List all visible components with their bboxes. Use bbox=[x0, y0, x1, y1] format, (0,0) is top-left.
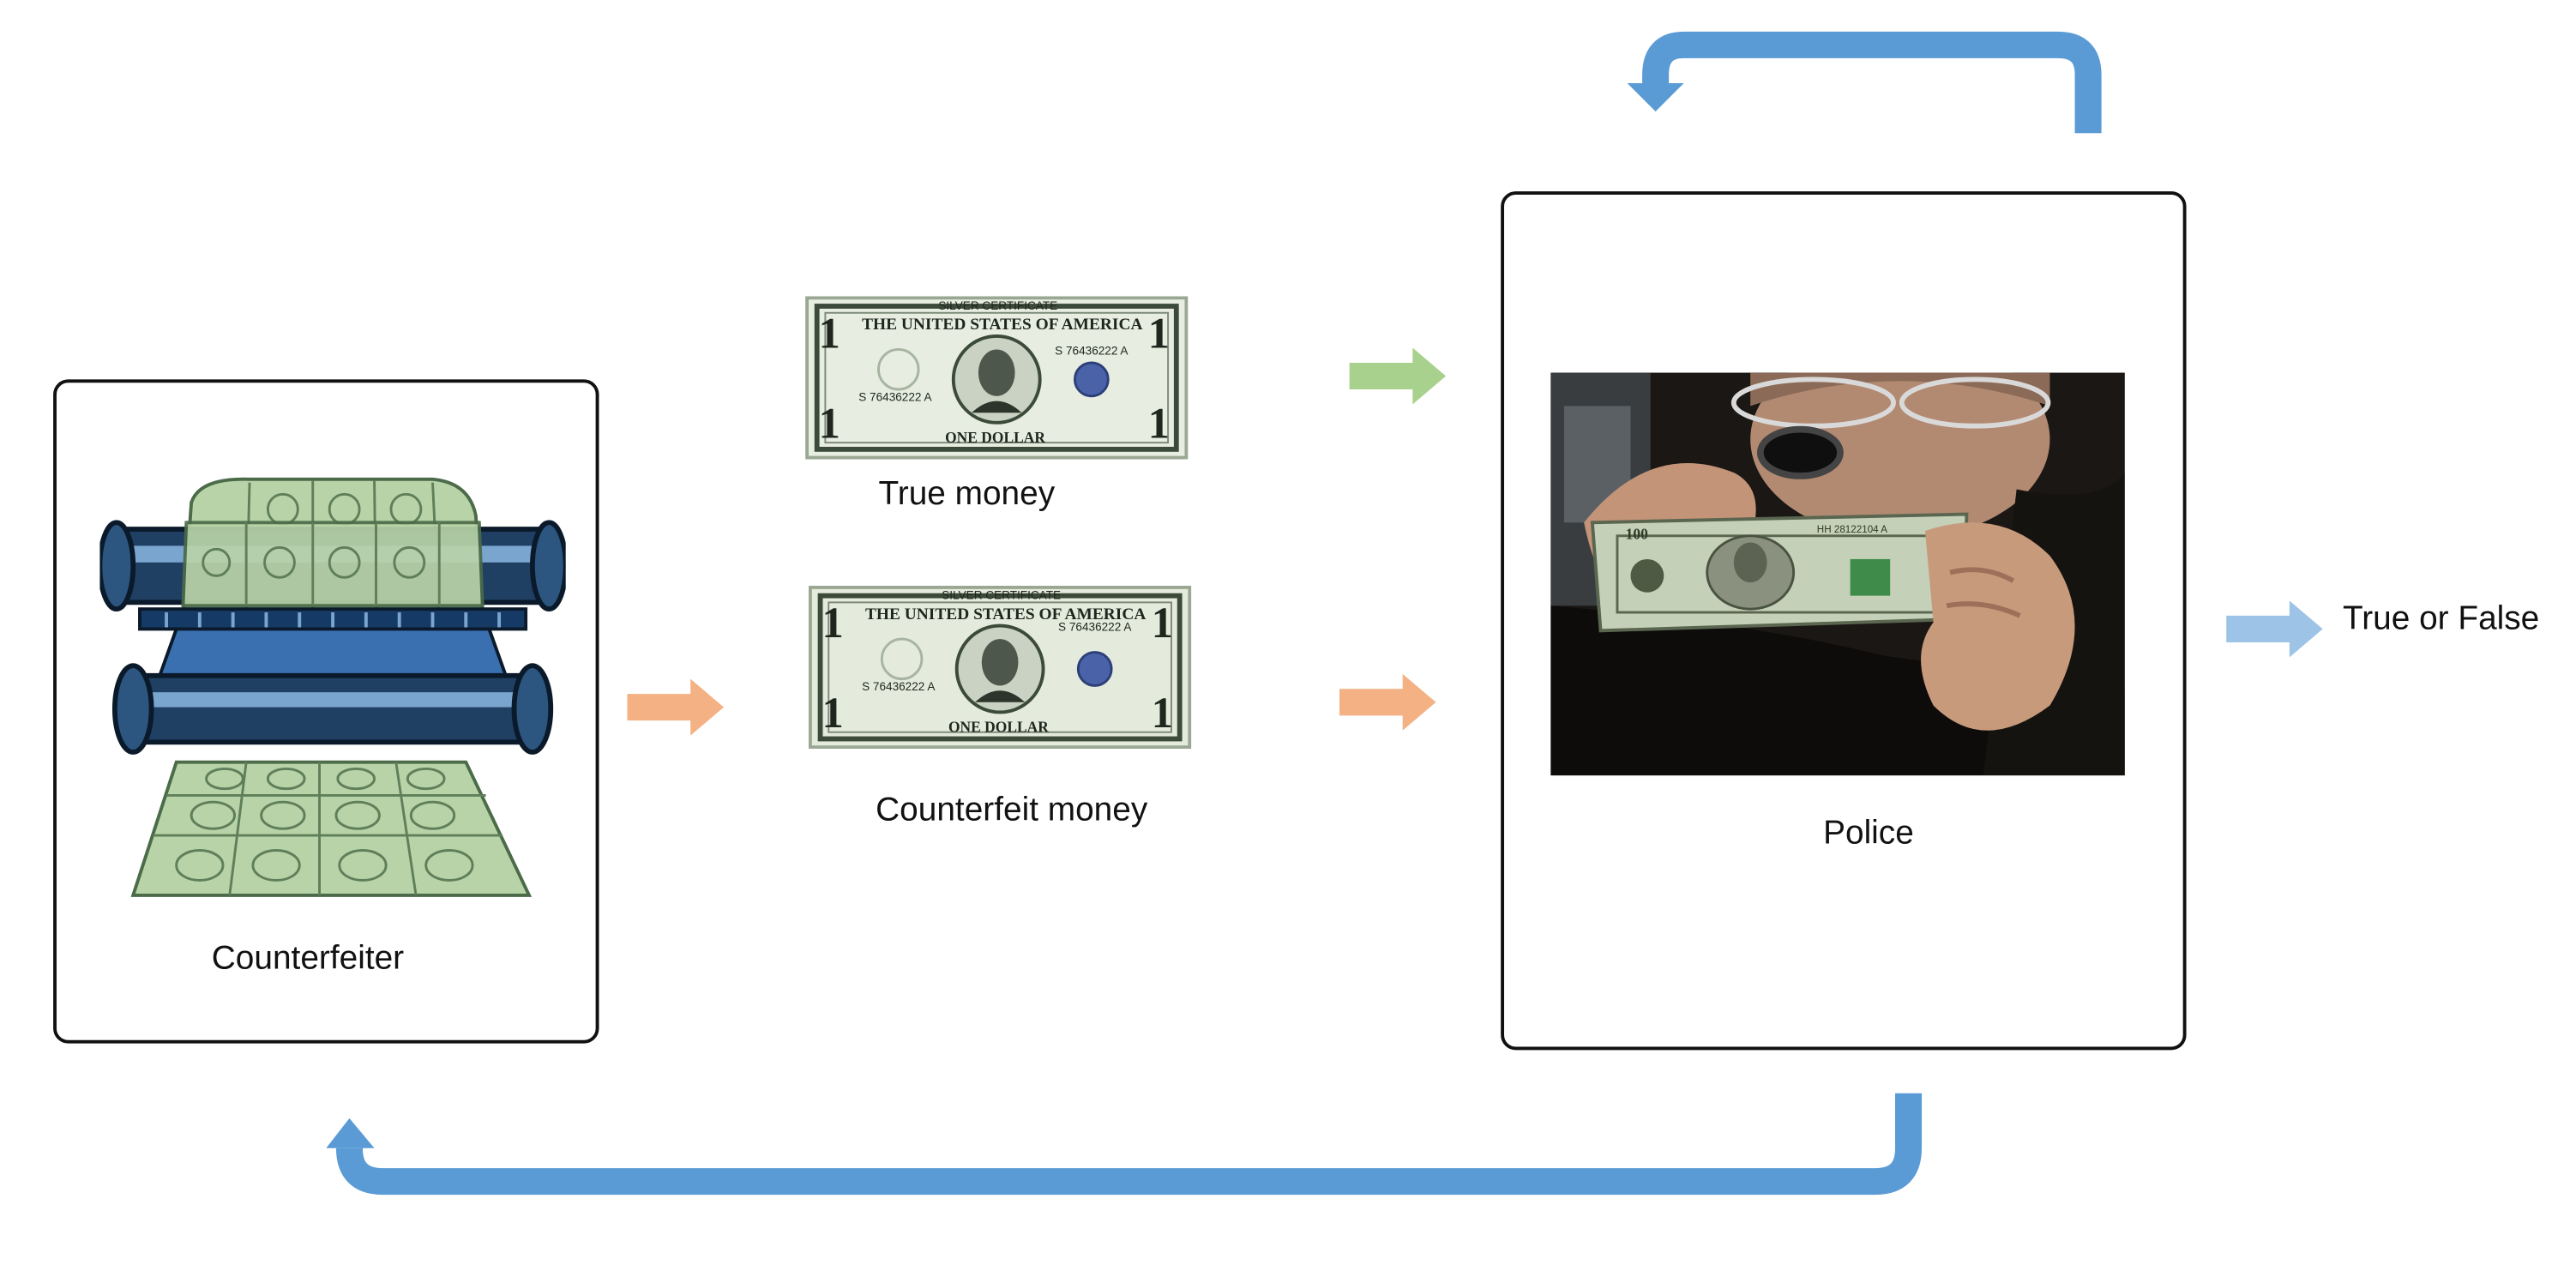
banknote-denomination-left: 1 bbox=[822, 599, 844, 648]
banknote-denomination-bottom-right: 1 bbox=[1151, 689, 1173, 738]
arrow-police-to-output bbox=[2226, 600, 2323, 658]
banknote-serial-bottom: S 76436222 A bbox=[862, 682, 936, 695]
banknote-title: THE UNITED STATES OF AMERICA bbox=[864, 605, 1147, 624]
banknote-serial-top: S 76436222 A bbox=[1055, 346, 1129, 358]
police-label: Police bbox=[1823, 815, 1914, 852]
banknote-denomination-left: 1 bbox=[818, 309, 840, 358]
banknote-denomination-right: 1 bbox=[1151, 599, 1173, 648]
banknote-serial-top: S 76436222 A bbox=[1058, 622, 1132, 635]
bill-100-serial: HH 28122104 A bbox=[1816, 526, 1888, 536]
counterfeit-money-label: Counterfeit money bbox=[876, 792, 1148, 829]
output-label: True or False bbox=[2342, 600, 2540, 638]
true-money-banknote: SILVER CERTIFICATE THE UNITED STATES OF … bbox=[805, 296, 1189, 460]
top-feedback-arrow bbox=[1627, 31, 2102, 134]
true-money-label: True money bbox=[878, 475, 1056, 513]
counterfeiter-label: Counterfeiter bbox=[211, 940, 405, 977]
counterfeiter-box bbox=[53, 379, 599, 1044]
banknote-denomination-right: 1 bbox=[1147, 309, 1171, 358]
banknote-header: SILVER CERTIFICATE bbox=[938, 301, 1058, 313]
banknote-denomination-bottom-left: 1 bbox=[822, 689, 844, 738]
police-inspecting-bill-image: 100 HH 28122104 A bbox=[1550, 372, 2125, 776]
banknote-footer: ONE DOLLAR bbox=[948, 719, 1049, 736]
police-box: 100 HH 28122104 A bbox=[1501, 191, 2187, 1051]
arrow-counterfeiter-to-money bbox=[627, 678, 725, 736]
banknote-header: SILVER CERTIFICATE bbox=[942, 590, 1062, 603]
bill-100-denomination: 100 bbox=[1625, 526, 1648, 543]
banknote-denomination-bottom-left: 1 bbox=[818, 399, 840, 448]
banknote-title: THE UNITED STATES OF AMERICA bbox=[862, 316, 1143, 335]
counterfeit-money-banknote: SILVER CERTIFICATE THE UNITED STATES OF … bbox=[808, 585, 1192, 750]
bottom-feedback-arrow bbox=[326, 1093, 1923, 1196]
banknote-denomination-bottom-right: 1 bbox=[1147, 399, 1171, 448]
banknote-serial-bottom: S 76436222 A bbox=[858, 392, 932, 405]
printing-press-icon bbox=[99, 477, 566, 897]
arrow-counterfeit-money-to-police bbox=[1339, 673, 1436, 731]
banknote-footer: ONE DOLLAR bbox=[945, 429, 1046, 447]
arrow-true-money-to-police bbox=[1349, 347, 1447, 405]
